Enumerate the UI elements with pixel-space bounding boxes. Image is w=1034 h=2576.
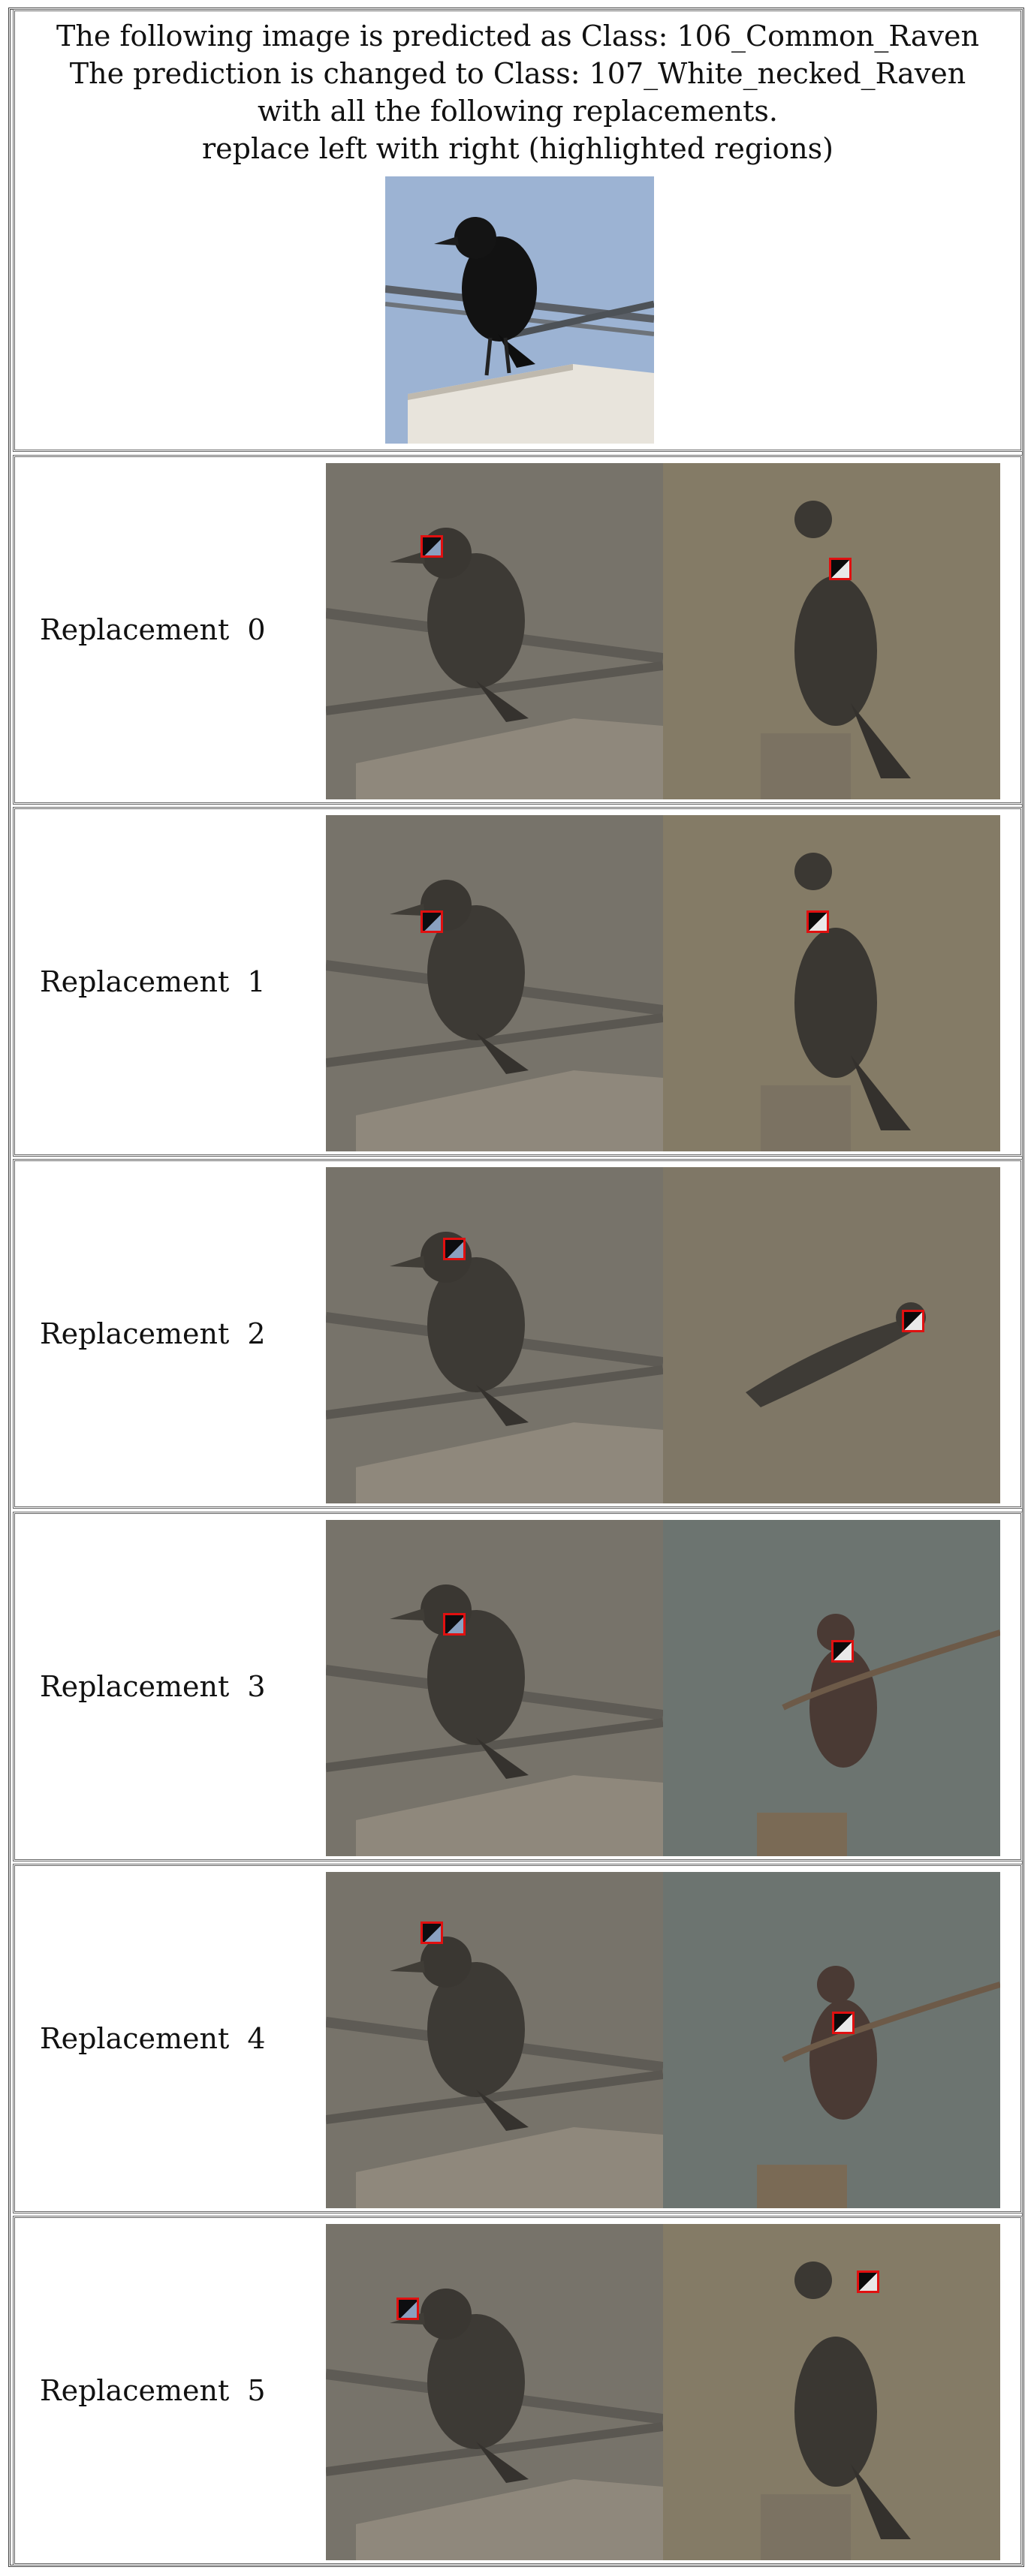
replacement-source-image — [663, 815, 1000, 1151]
highlighted-region — [396, 2298, 419, 2320]
highlighted-region — [443, 1613, 466, 1636]
region-patch — [423, 913, 441, 931]
highlighted-region — [857, 2271, 879, 2293]
image-pair — [326, 1872, 1000, 2208]
original-image — [326, 1520, 663, 1856]
region-patch — [445, 1615, 463, 1633]
replacement-label: Replacement 4 — [40, 2022, 266, 2055]
region-patch — [904, 1312, 922, 1330]
region-patch — [423, 1924, 441, 1942]
header-line-3: with all the following replacements. — [258, 95, 778, 128]
highlighted-region — [829, 558, 852, 580]
header-panel: The following image is predicted as Clas… — [13, 9, 1023, 452]
image-pair — [326, 1167, 1000, 1503]
region-patch — [399, 2300, 417, 2318]
header-line-1: The following image is predicted as Clas… — [56, 20, 979, 53]
replacement-row: Replacement 0 — [13, 455, 1023, 805]
figure-frame — [8, 8, 1024, 2567]
replacement-label: Replacement 2 — [40, 1317, 266, 1350]
highlighted-region — [902, 1310, 924, 1332]
replacement-source-image — [663, 1167, 1000, 1503]
query-image — [385, 176, 654, 444]
header-line-2: The prediction is changed to Class: 107_… — [69, 57, 966, 90]
highlighted-region — [421, 910, 443, 933]
original-image — [326, 2224, 663, 2560]
region-patch — [859, 2273, 877, 2291]
replacement-row: Replacement 2 — [13, 1159, 1023, 1509]
replacement-row: Replacement 1 — [13, 807, 1023, 1157]
region-patch — [831, 560, 849, 578]
replacement-source-image — [663, 1520, 1000, 1856]
highlighted-region — [443, 1238, 466, 1260]
replacement-label: Replacement 5 — [40, 2374, 266, 2407]
region-patch — [834, 2014, 852, 2032]
replacement-row: Replacement 3 — [13, 1512, 1023, 1861]
highlighted-region — [806, 910, 829, 933]
image-pair — [326, 2224, 1000, 2560]
replacement-source-image — [663, 463, 1000, 799]
highlighted-region — [421, 1921, 443, 1944]
original-image — [326, 815, 663, 1151]
replacement-label: Replacement 1 — [40, 965, 266, 998]
original-image — [326, 463, 663, 799]
replacement-row: Replacement 5 — [13, 2216, 1023, 2565]
original-image — [326, 1167, 663, 1503]
region-patch — [809, 913, 827, 931]
highlighted-region — [831, 1640, 854, 1663]
region-patch — [423, 537, 441, 555]
replacement-row: Replacement 4 — [13, 1864, 1023, 2213]
highlighted-region — [421, 535, 443, 558]
image-pair — [326, 815, 1000, 1151]
image-pair — [326, 1520, 1000, 1856]
replacement-source-image — [663, 1872, 1000, 2208]
header-line-4: replace left with right (highlighted reg… — [202, 132, 834, 165]
replacement-label: Replacement 0 — [40, 613, 266, 646]
original-image — [326, 1872, 663, 2208]
region-patch — [445, 1240, 463, 1258]
image-pair — [326, 463, 1000, 799]
highlighted-region — [832, 2012, 855, 2034]
replacement-source-image — [663, 2224, 1000, 2560]
region-patch — [834, 1642, 852, 1660]
replacement-label: Replacement 3 — [40, 1670, 266, 1703]
